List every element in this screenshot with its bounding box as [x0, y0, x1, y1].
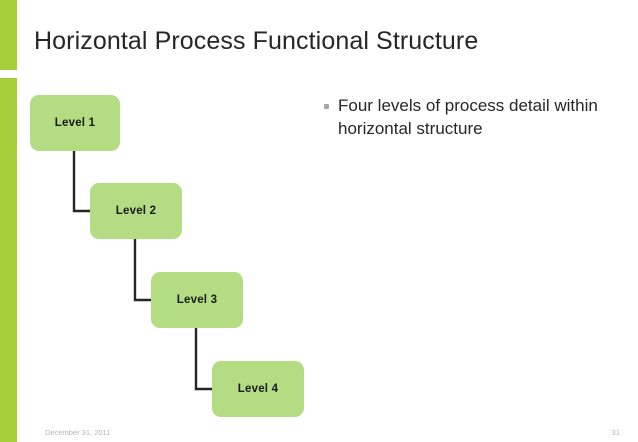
node-level-4[interactable]: Level 4 [212, 361, 304, 417]
node-level-2[interactable]: Level 2 [90, 183, 182, 239]
left-accent-stripe-bottom [0, 78, 17, 442]
bullet-list-item: Four levels of process detail within hor… [324, 94, 604, 140]
left-accent-stripe-top [0, 0, 17, 70]
footer-date: December 31, 2011 [45, 428, 111, 437]
connector-level1-level2 [72, 151, 90, 213]
node-level-3[interactable]: Level 3 [151, 272, 243, 328]
node-label-level-4: Level 4 [237, 383, 279, 395]
bullet-text: Four levels of process detail within hor… [338, 96, 598, 138]
node-label-level-2: Level 2 [115, 205, 157, 217]
footer-page-number: 31 [611, 428, 620, 437]
node-label-level-3: Level 3 [176, 294, 218, 306]
node-label-level-1: Level 1 [54, 117, 96, 129]
connector-level2-level3 [133, 239, 151, 302]
connector-level3-level4 [194, 328, 212, 391]
page-title: Horizontal Process Functional Structure [34, 27, 479, 55]
square-bullet-icon [324, 104, 329, 109]
node-level-1[interactable]: Level 1 [30, 95, 120, 151]
